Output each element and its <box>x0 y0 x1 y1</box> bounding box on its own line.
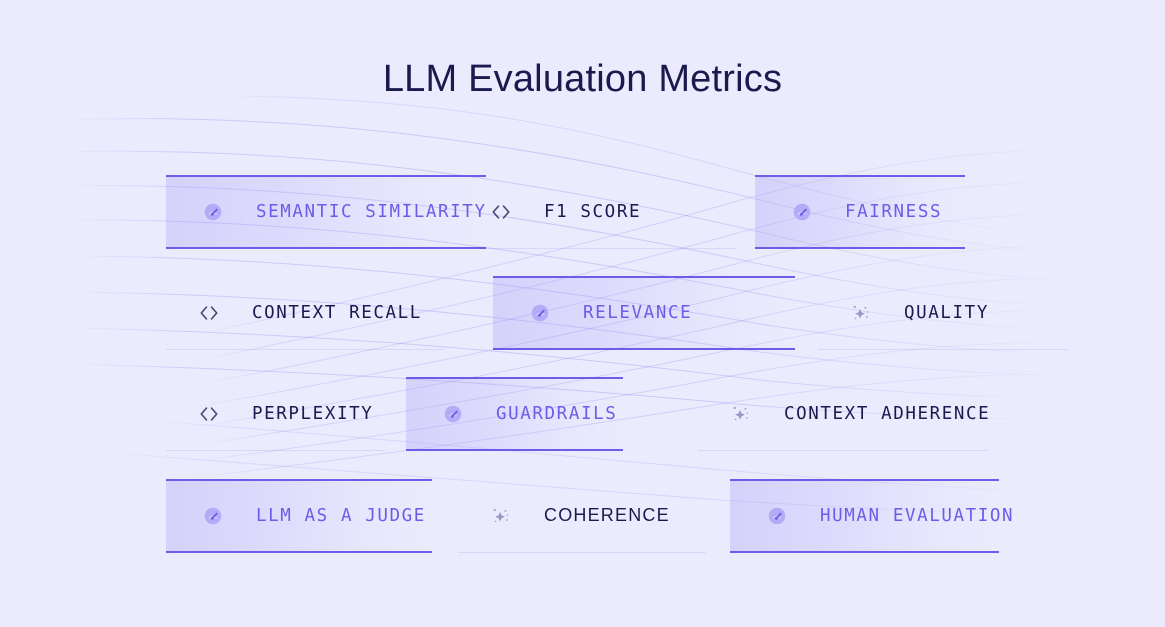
metric-card-body: HUMAN EVALUATION <box>730 481 1013 551</box>
code-brackets-icon <box>198 403 220 425</box>
sparkle-icon <box>850 302 872 324</box>
gauge-icon <box>766 505 788 527</box>
code-brackets-icon <box>490 201 512 223</box>
metric-card-llm-as-a-judge[interactable]: LLM AS A JUDGE <box>166 479 432 553</box>
metric-card-context-recall[interactable]: CONTEXT RECALL <box>166 276 444 350</box>
metric-label: COHERENCE <box>544 505 670 525</box>
metric-card-perplexity[interactable]: PERPLEXITY <box>166 377 384 451</box>
sparkle-icon <box>490 505 512 527</box>
metric-card-body: FAIRNESS <box>755 177 965 247</box>
metric-label: RELEVANCE <box>583 303 693 323</box>
gauge-icon <box>202 505 224 527</box>
metric-card-body: RELEVANCE <box>493 278 795 348</box>
metric-card-body: CONTEXT ADHERENCE <box>698 377 991 450</box>
gauge-icon <box>202 201 224 223</box>
metric-card-semantic-similarity[interactable]: SEMANTIC SIMILARITY <box>166 175 486 249</box>
sparkle-icon <box>730 403 752 425</box>
metric-card-body: COHERENCE <box>458 479 706 552</box>
metric-card-coherence[interactable]: COHERENCE <box>458 479 706 553</box>
metric-label: SEMANTIC SIMILARITY <box>256 202 487 222</box>
gauge-icon <box>529 302 551 324</box>
metric-label: LLM AS A JUDGE <box>256 506 426 526</box>
metric-card-human-evaluation[interactable]: HUMAN EVALUATION <box>730 479 1013 553</box>
metric-card-context-adherence[interactable]: CONTEXT ADHERENCE <box>698 377 991 451</box>
metric-label: F1 SCORE <box>544 201 642 222</box>
metric-label: CONTEXT RECALL <box>252 302 422 323</box>
metric-label: FAIRNESS <box>845 202 943 222</box>
metric-label: QUALITY <box>904 302 989 323</box>
metric-card-relevance[interactable]: RELEVANCE <box>493 276 795 350</box>
metric-card-body: LLM AS A JUDGE <box>166 481 432 551</box>
metric-label: HUMAN EVALUATION <box>820 506 1015 526</box>
metric-card-f1-score[interactable]: F1 SCORE <box>458 175 736 249</box>
page-title: LLM Evaluation Metrics <box>382 58 783 100</box>
metric-card-body: F1 SCORE <box>458 175 736 248</box>
metric-label: GUARDRAILS <box>496 404 618 424</box>
code-brackets-icon <box>198 302 220 324</box>
metric-card-fairness[interactable]: FAIRNESS <box>755 175 965 249</box>
metric-card-body: PERPLEXITY <box>166 377 384 450</box>
metric-card-quality[interactable]: QUALITY <box>818 276 1068 350</box>
metric-card-body: GUARDRAILS <box>406 379 623 449</box>
gauge-icon <box>791 201 813 223</box>
metric-label: PERPLEXITY <box>252 403 374 424</box>
metric-label: CONTEXT ADHERENCE <box>784 403 991 424</box>
metric-card-guardrails[interactable]: GUARDRAILS <box>406 377 623 451</box>
metric-card-body: QUALITY <box>818 276 1068 349</box>
gauge-icon <box>442 403 464 425</box>
metric-card-body: CONTEXT RECALL <box>166 276 444 349</box>
metric-card-body: SEMANTIC SIMILARITY <box>166 177 486 247</box>
